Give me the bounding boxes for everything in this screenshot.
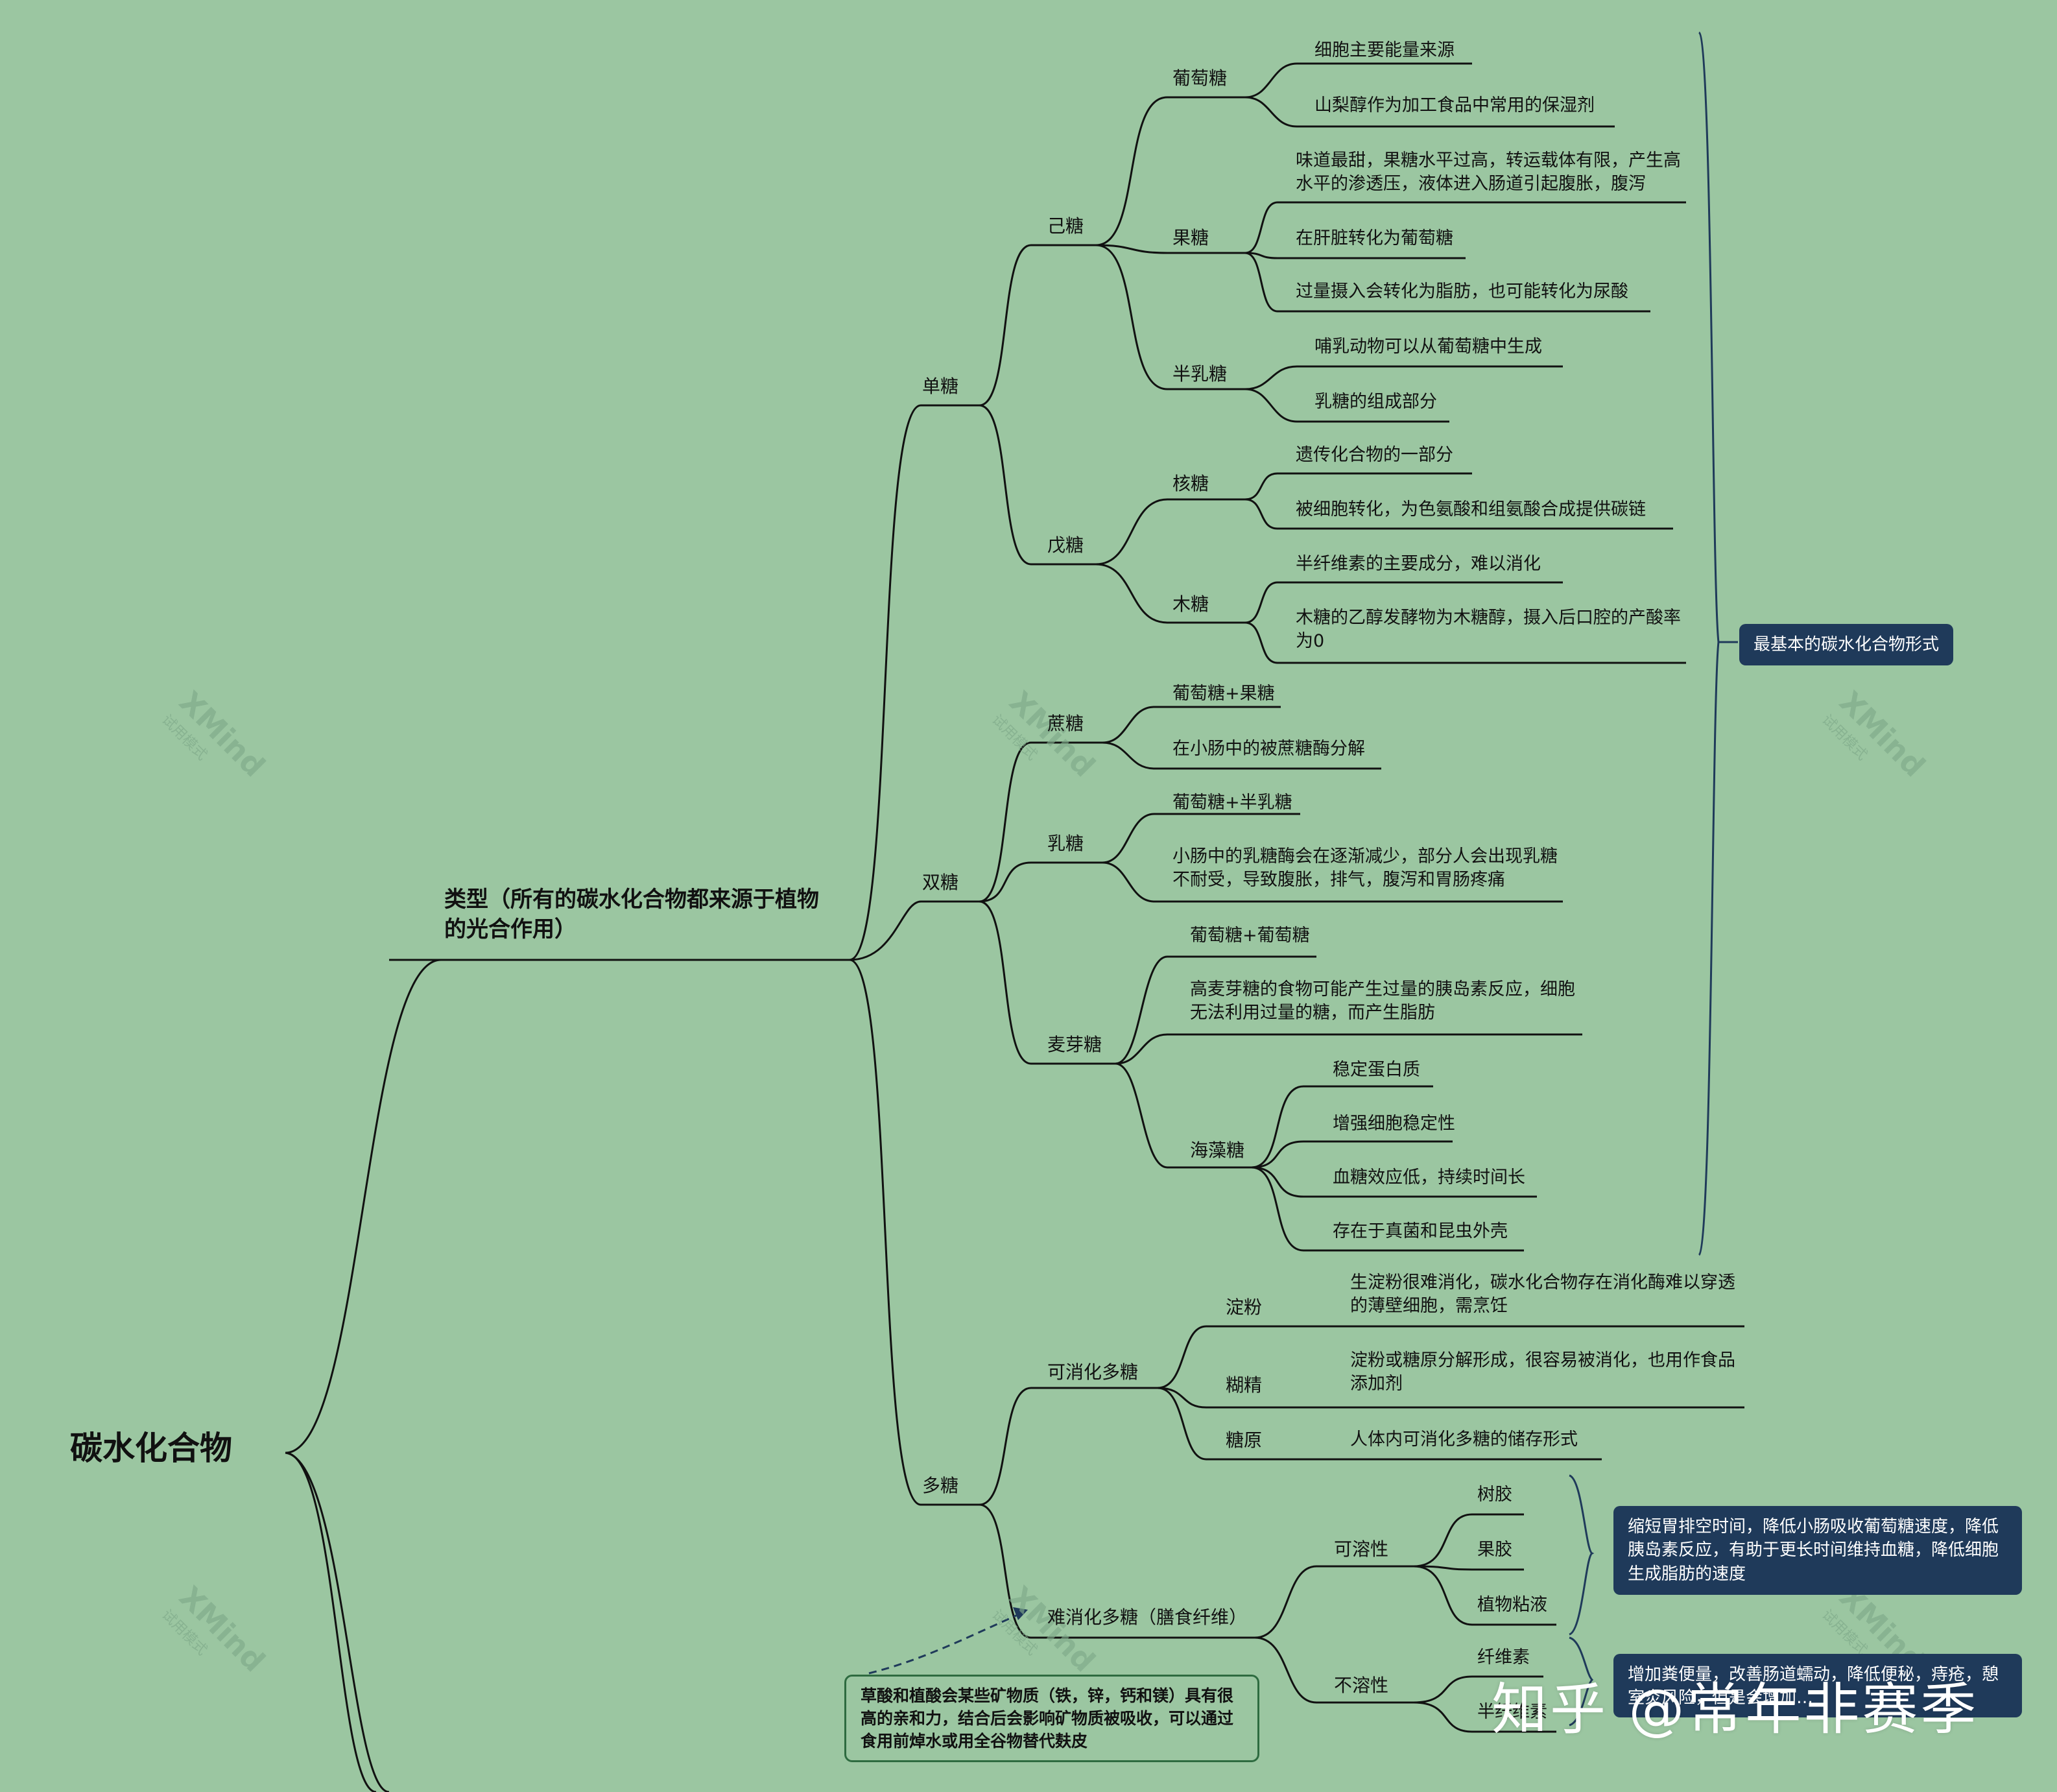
topic-trehalose[interactable]: 海藻糖 bbox=[1190, 1140, 1245, 1161]
leaf-pectin[interactable]: 果胶 bbox=[1477, 1540, 1512, 1560]
topic-xylose[interactable]: 木糖 bbox=[1172, 593, 1209, 615]
zhihu-watermark: 知乎 @常年非赛季 bbox=[1492, 1677, 1979, 1742]
leaf-glucose-2[interactable]: 山梨醇作为加工食品中常用的保湿剂 bbox=[1314, 95, 1595, 115]
topic-galactose[interactable]: 半乳糖 bbox=[1172, 363, 1228, 385]
leaf-trehalose-3[interactable]: 血糖效应低，持续时间长 bbox=[1333, 1167, 1525, 1188]
leaf-fructose-3[interactable]: 过量摄入会转化为脂肪，也可能转化为尿酸 bbox=[1296, 281, 1628, 302]
summary-insoluble-fiber[interactable]: 增加粪便量，改善肠道蠕动，降低便秘，痔疮，憩室炎风险，但是会增加… bbox=[1613, 1654, 2022, 1717]
topic-glycogen[interactable]: 糖原 bbox=[1226, 1429, 1263, 1451]
leaf-glucose-1[interactable]: 细胞主要能量来源 bbox=[1314, 40, 1455, 60]
topic-hexose[interactable]: 己糖 bbox=[1047, 215, 1084, 237]
root-topic[interactable]: 碳水化合物 bbox=[70, 1429, 232, 1467]
topic-starch[interactable]: 淀粉 bbox=[1226, 1296, 1263, 1318]
summary-soluble-fiber[interactable]: 缩短胃排空时间，降低小肠吸收葡萄糖速度，降低胰岛素反应，有助于更长时间维持血糖，… bbox=[1613, 1506, 2022, 1595]
topic-pentose[interactable]: 戊糖 bbox=[1047, 534, 1084, 556]
topic-soluble-fiber[interactable]: 可溶性 bbox=[1334, 1538, 1389, 1560]
leaf-galactose-2[interactable]: 乳糖的组成部分 bbox=[1314, 392, 1437, 412]
leaf-trehalose-4[interactable]: 存在于真菌和昆虫外壳 bbox=[1333, 1221, 1508, 1241]
topic-dextrin[interactable]: 糊精 bbox=[1226, 1374, 1263, 1396]
topic-maltose[interactable]: 麦芽糖 bbox=[1047, 1034, 1102, 1055]
leaf-lactose-2[interactable]: 小肠中的乳糖酶会在逐渐减少，部分人会出现乳糖不耐受，导致腹胀，排气，腹泻和胃肠疼… bbox=[1172, 846, 1558, 890]
leaf-sucrose-1[interactable]: 葡萄糖+果糖 bbox=[1172, 684, 1275, 704]
topic-ribose[interactable]: 核糖 bbox=[1172, 473, 1209, 494]
leaf-starch[interactable]: 生淀粉很难消化，碳水化合物存在消化酶难以穿透的薄壁细胞，需烹饪 bbox=[1350, 1272, 1735, 1317]
topic-fructose[interactable]: 果糖 bbox=[1172, 227, 1209, 248]
leaf-sucrose-2[interactable]: 在小肠中的被蔗糖酶分解 bbox=[1172, 739, 1365, 759]
leaf-trehalose-2[interactable]: 增强细胞稳定性 bbox=[1333, 1114, 1455, 1134]
topic-sucrose[interactable]: 蔗糖 bbox=[1047, 713, 1084, 734]
note-oxalic-phytic-acid[interactable]: 草酸和植酸会某些矿物质（铁，锌，钙和镁）具有很高的亲和力，结合后会影响矿物质被吸… bbox=[844, 1675, 1259, 1762]
leaf-galactose-1[interactable]: 哺乳动物可以从葡萄糖中生成 bbox=[1314, 337, 1542, 357]
topic-glucose[interactable]: 葡萄糖 bbox=[1172, 67, 1228, 89]
leaf-cellulose[interactable]: 纤维素 bbox=[1477, 1647, 1530, 1667]
topic-monosaccharide[interactable]: 单糖 bbox=[922, 376, 959, 397]
leaf-maltose-2[interactable]: 高麦芽糖的食物可能产生过量的胰岛素反应，细胞无法利用过量的糖，而产生脂肪 bbox=[1190, 979, 1575, 1023]
leaf-hemicellulose[interactable]: 半纤维素 bbox=[1477, 1702, 1547, 1722]
topic-disaccharide[interactable]: 双糖 bbox=[922, 872, 959, 893]
leaf-trehalose-1[interactable]: 稳定蛋白质 bbox=[1333, 1060, 1420, 1080]
leaf-ribose-1[interactable]: 遗传化合物的一部分 bbox=[1296, 445, 1453, 465]
topic-polysaccharide[interactable]: 多糖 bbox=[922, 1475, 959, 1496]
topic-dietary-fiber[interactable]: 难消化多糖（膳食纤维） bbox=[1047, 1607, 1248, 1628]
summary-basic-form[interactable]: 最基本的碳水化合物形式 bbox=[1739, 624, 1954, 666]
topic-digestible-polysaccharide[interactable]: 可消化多糖 bbox=[1047, 1361, 1139, 1383]
leaf-fructose-2[interactable]: 在肝脏转化为葡萄糖 bbox=[1296, 228, 1453, 248]
topic-lactose[interactable]: 乳糖 bbox=[1047, 833, 1084, 854]
topic-types[interactable]: 类型（所有的碳水化合物都来源于植物的光合作用） bbox=[444, 887, 819, 942]
leaf-fructose-1[interactable]: 味道最甜，果糖水平过高，转运载体有限，产生高水平的渗透压，液体进入肠道引起腹胀，… bbox=[1296, 150, 1681, 195]
topic-insoluble-fiber[interactable]: 不溶性 bbox=[1334, 1675, 1389, 1696]
leaf-mucilage[interactable]: 植物粘液 bbox=[1477, 1595, 1547, 1615]
leaf-maltose-1[interactable]: 葡萄糖+葡萄糖 bbox=[1190, 926, 1310, 946]
leaf-glycogen[interactable]: 人体内可消化多糖的储存形式 bbox=[1350, 1429, 1578, 1450]
leaf-ribose-2[interactable]: 被细胞转化，为色氨酸和组氨酸合成提供碳链 bbox=[1296, 499, 1646, 520]
leaf-xylose-2[interactable]: 木糖的乙醇发酵物为木糖醇，摄入后口腔的产酸率为0 bbox=[1296, 608, 1681, 652]
leaf-xylose-1[interactable]: 半纤维素的主要成分，难以消化 bbox=[1296, 554, 1541, 574]
leaf-gum[interactable]: 树胶 bbox=[1477, 1485, 1512, 1505]
leaf-dextrin[interactable]: 淀粉或糖原分解形成，很容易被消化，也用作食品添加剂 bbox=[1350, 1350, 1735, 1394]
leaf-lactose-1[interactable]: 葡萄糖+半乳糖 bbox=[1172, 793, 1292, 813]
